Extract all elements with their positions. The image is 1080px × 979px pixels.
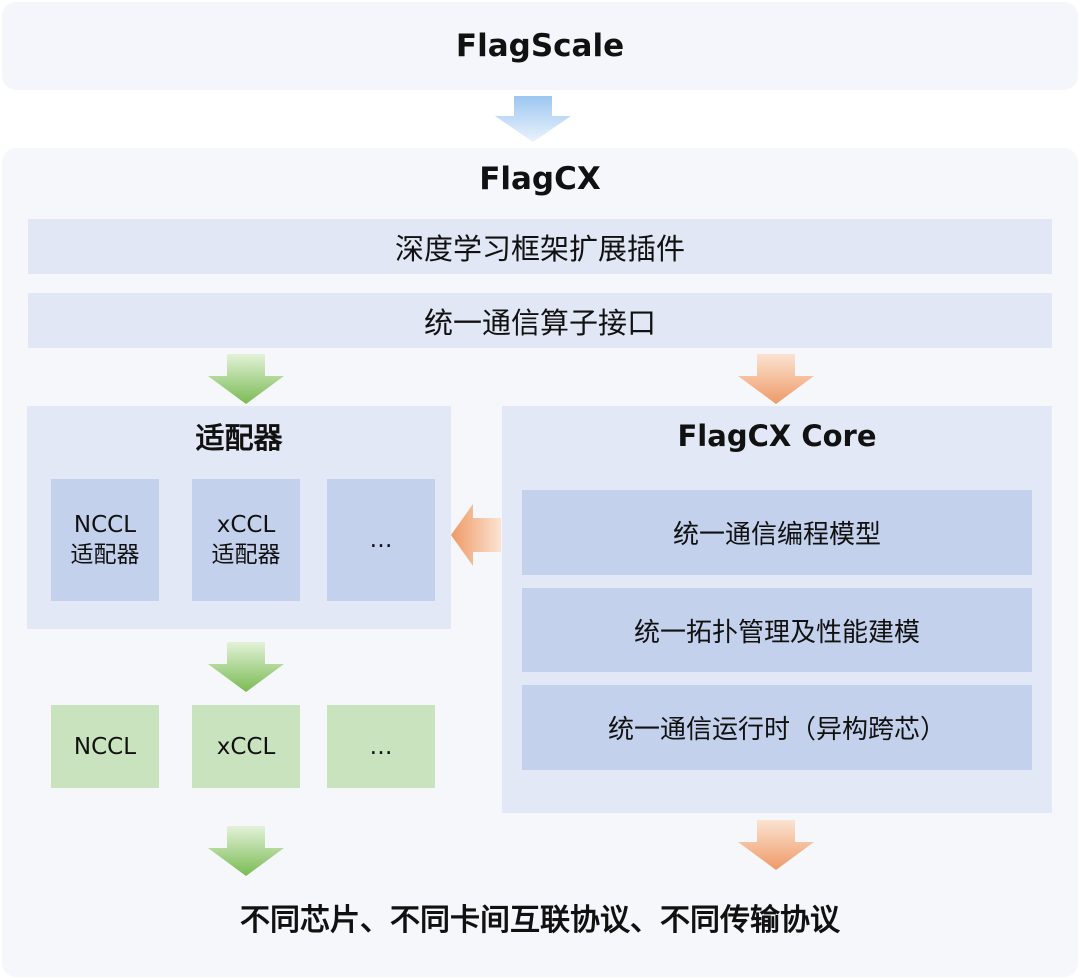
more-adapter-box: … [327, 479, 435, 601]
nccl-adapter-box: NCCL 适配器 [51, 479, 159, 601]
flagcx-core-title: FlagCX Core [677, 419, 877, 453]
core-item-topology-management: 统一拓扑管理及性能建模 [522, 588, 1032, 672]
adapter-box-line1: xCCL [216, 512, 276, 538]
unified-operator-interface-bar: 统一通信算子接口 [28, 293, 1052, 348]
down-arrow-icon [208, 642, 284, 692]
flagscale-panel [2, 2, 1078, 90]
core-item-programming-model: 统一通信编程模型 [522, 490, 1032, 575]
xccl-library-box: xCCL [192, 705, 300, 788]
adapter-title: 适配器 [195, 421, 283, 455]
adapter-box-line1: … [369, 527, 393, 553]
core-item-runtime: 统一通信运行时（异构跨芯） [522, 685, 1032, 770]
left-arrow-icon [451, 504, 501, 566]
down-arrow-icon [208, 354, 284, 404]
down-arrow-icon [738, 820, 814, 870]
adapter-box-line1: NCCL [73, 512, 137, 538]
framework-plugins-bar: 深度学习框架扩展插件 [28, 219, 1052, 274]
nccl-library-box: NCCL [51, 705, 159, 788]
down-arrow-icon [495, 96, 571, 142]
down-arrow-icon [208, 826, 284, 876]
adapter-box-line2: 适配器 [70, 542, 140, 568]
xccl-adapter-box: xCCL 适配器 [192, 479, 300, 601]
flagscale-title: FlagScale [455, 28, 625, 64]
more-library-box: … [327, 705, 435, 788]
down-arrow-icon [738, 354, 814, 404]
flagcx-title: FlagCX [479, 161, 601, 197]
bottom-caption: 不同芯片、不同卡间互联协议、不同传输协议 [240, 903, 840, 938]
adapter-box-line2: 适配器 [211, 542, 281, 568]
